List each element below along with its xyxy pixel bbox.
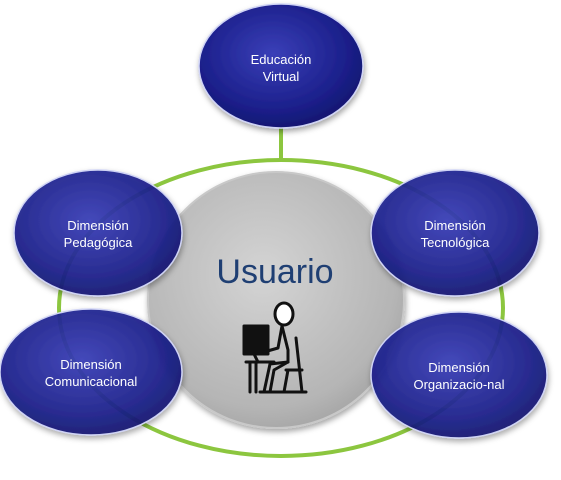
node-dimension-pedagogica: [13, 169, 183, 297]
node-dimension-organizacional: [370, 311, 548, 439]
center-circle: [147, 171, 405, 429]
node-dimension-tecnologica: [370, 169, 540, 297]
person-at-computer-icon: [242, 301, 308, 394]
center-title: Usuario: [216, 253, 334, 291]
node-educacion-virtual: [198, 3, 364, 129]
node-dimension-comunicacional: [0, 308, 183, 436]
